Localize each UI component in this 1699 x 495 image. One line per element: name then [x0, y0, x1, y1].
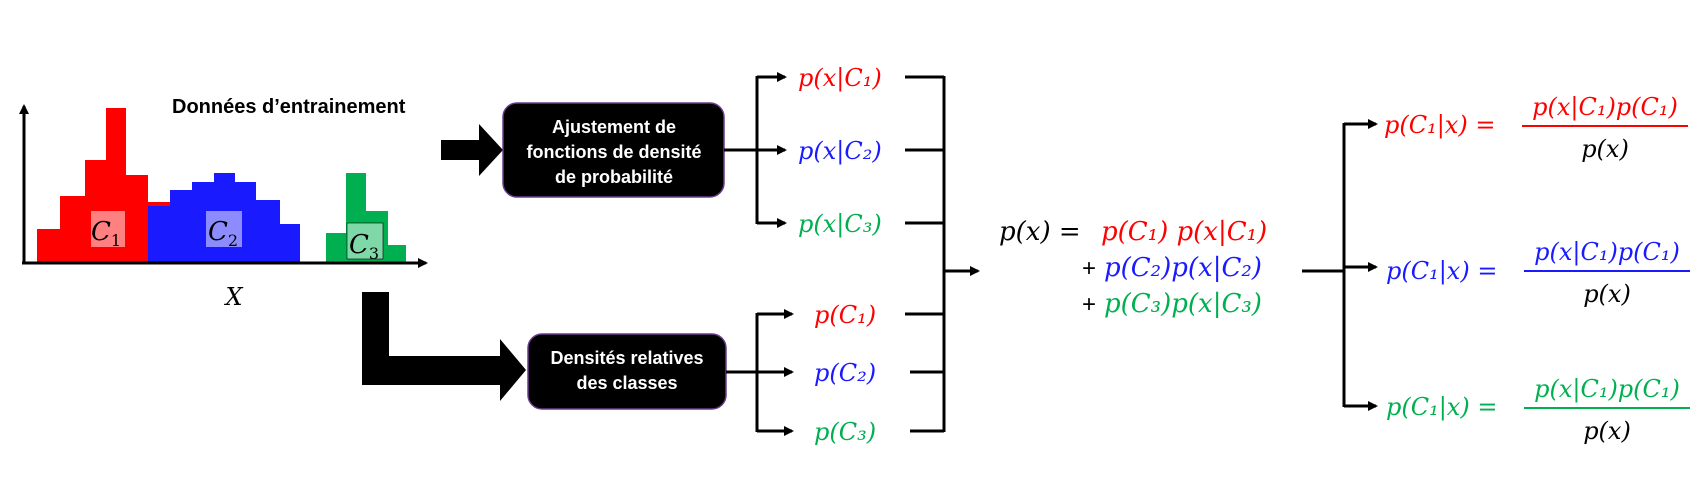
evidence-plus-2: +	[1082, 255, 1096, 282]
posterior-lhs-3: p(C₁|x) =	[1386, 393, 1497, 422]
likelihood-fanout	[724, 72, 787, 228]
arrow-to-density-fit	[441, 124, 503, 176]
posterior-formula-3: p(C₁|x) = p(x|C₁)p(C₁) p(x)	[1386, 375, 1690, 445]
posterior-denominator-1: p(x)	[1581, 135, 1629, 163]
density-fit-box: Ajustement de fonctions de densité de pr…	[502, 102, 725, 198]
prior-term-2: p(C₂)	[814, 359, 876, 387]
arrow-to-class-density	[362, 292, 526, 401]
evidence-formula: p(x) = p(C₁) p(x|C₁) + p(C₂)p(x|C₂) + p(…	[999, 217, 1267, 319]
evidence-plus-3: +	[1082, 291, 1096, 318]
posterior-lhs-2: p(C₁|x) =	[1386, 257, 1497, 286]
likelihood-term-3: p(x|C₃)	[798, 210, 882, 239]
histogram-class-3-bars	[326, 173, 406, 262]
posterior-lhs-1: p(C₁|x) =	[1384, 111, 1495, 140]
density-fit-line-2: fonctions de densité	[526, 142, 701, 162]
posterior-denominator-3: p(x)	[1583, 417, 1631, 445]
histogram-title: Données d’entrainement	[172, 96, 406, 118]
histogram: C1 C2 C3 Données d’entrainement X	[19, 96, 428, 311]
class-label-2: C2	[208, 217, 238, 250]
posterior-numerator-2: p(x|C₁)p(C₁)	[1534, 238, 1680, 267]
density-fit-line-3: de probabilité	[555, 167, 673, 187]
posterior-denominator-2: p(x)	[1583, 280, 1631, 308]
class-density-box: Densités relatives des classes	[527, 333, 727, 410]
posterior-numerator-1: p(x|C₁)p(C₁)	[1532, 93, 1678, 122]
class-label-tile-1	[91, 211, 125, 247]
prior-term-1: p(C₁)	[814, 301, 876, 329]
density-fit-line-1: Ajustement de	[552, 117, 676, 137]
histogram-class-1-bars	[37, 108, 170, 262]
class-density-line-2: des classes	[576, 373, 677, 393]
posterior-formula-2: p(C₁|x) = p(x|C₁)p(C₁) p(x)	[1386, 238, 1690, 308]
class-label-1: C1	[91, 217, 121, 250]
prior-fanout	[726, 309, 794, 436]
class-density-line-1: Densités relatives	[550, 348, 703, 368]
prior-term-3: p(C₃)	[814, 418, 876, 446]
evidence-lhs: p(x) =	[999, 217, 1081, 247]
likelihood-term-2: p(x|C₂)	[798, 137, 882, 166]
class-label-3: C3	[349, 230, 379, 263]
evidence-line-2: p(C₂)p(x|C₂)	[1104, 253, 1262, 283]
x-axis-label: X	[223, 283, 243, 311]
posterior-formula-1: p(C₁|x) = p(x|C₁)p(C₁) p(x)	[1384, 93, 1688, 163]
class-label-tile-3	[346, 222, 384, 260]
evidence-line-1: p(C₁) p(x|C₁)	[1101, 217, 1267, 247]
likelihood-term-1: p(x|C₁)	[798, 64, 882, 93]
posterior-fanout	[1302, 119, 1378, 411]
posterior-numerator-3: p(x|C₁)p(C₁)	[1534, 375, 1680, 404]
merge-bracket	[905, 75, 980, 433]
evidence-line-3: p(C₃)p(x|C₃)	[1104, 289, 1262, 319]
class-label-tile-2	[206, 211, 242, 247]
